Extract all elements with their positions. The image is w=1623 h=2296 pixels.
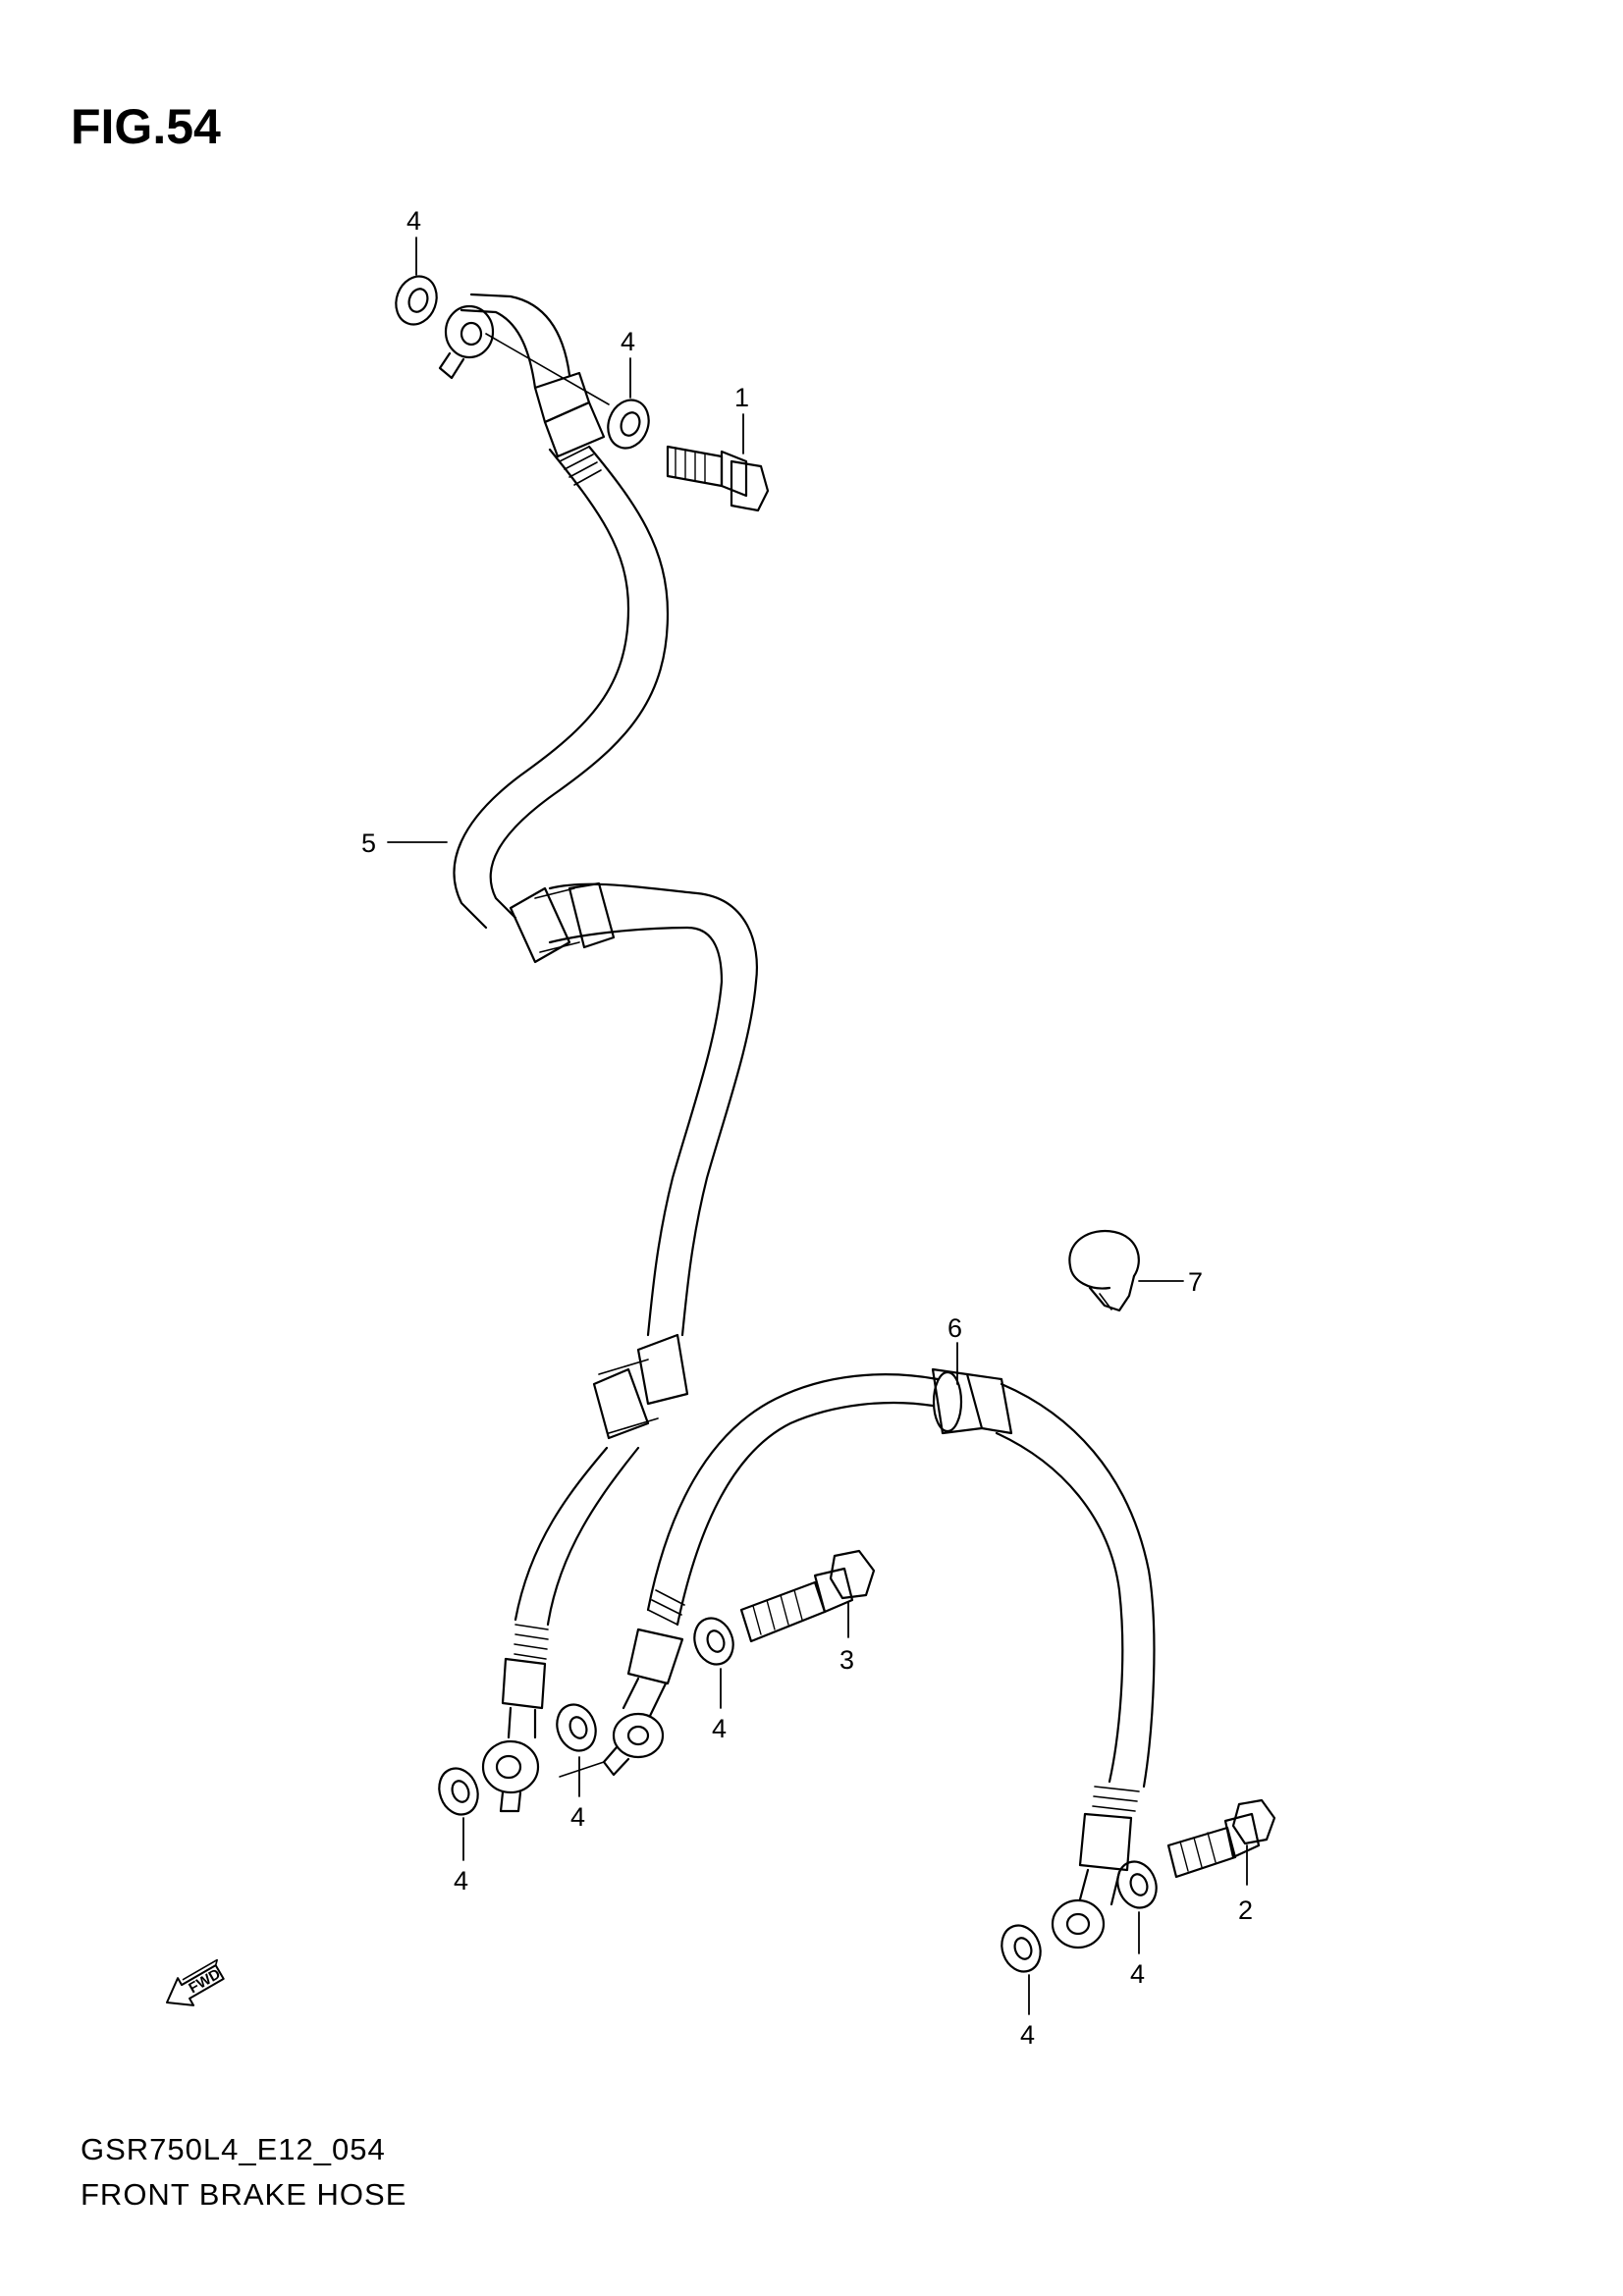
washer-lower-left [438,1767,479,1816]
callout-5: 5 [361,828,376,858]
callout-2: 2 [1238,1896,1253,1925]
washer-lower-mid [556,1703,597,1752]
banjo-bolt-3 [739,1549,876,1643]
callout-4: 4 [1020,2020,1035,2050]
caliper-brake-hose [559,1367,1156,1949]
main-brake-hose [438,293,758,1813]
callout-6: 6 [947,1313,962,1343]
forward-arrow-icon: FWD [166,1958,225,2006]
washer-top-left [395,275,438,326]
model-code: GSR750L4_E12_054 [81,2132,386,2166]
callout-3: 3 [839,1645,854,1675]
figure-title: FIG.54 [71,99,221,154]
callout-1: 1 [734,383,749,412]
callout-4: 4 [621,327,635,356]
callout-4: 4 [570,1802,585,1832]
callout-7: 7 [1188,1267,1203,1297]
callout-4: 4 [1130,1959,1145,1989]
banjo-bolt-1 [666,445,770,512]
washer-bolt3 [693,1617,734,1666]
washer-top-right [607,399,650,450]
callout-4: 4 [712,1714,727,1743]
callout-4: 4 [454,1866,468,1896]
washer-bottom [1001,1924,1042,1973]
figure-name: FRONT BRAKE HOSE [81,2177,407,2212]
washer-group [395,275,1158,1973]
washer-bolt2 [1116,1860,1158,1909]
callouts: 4 4 1 5 7 6 3 4 4 4 [361,206,1253,2050]
banjo-bolt-2 [1166,1798,1276,1879]
hose-clamp-7 [1068,1229,1140,1312]
callout-4: 4 [406,206,421,236]
